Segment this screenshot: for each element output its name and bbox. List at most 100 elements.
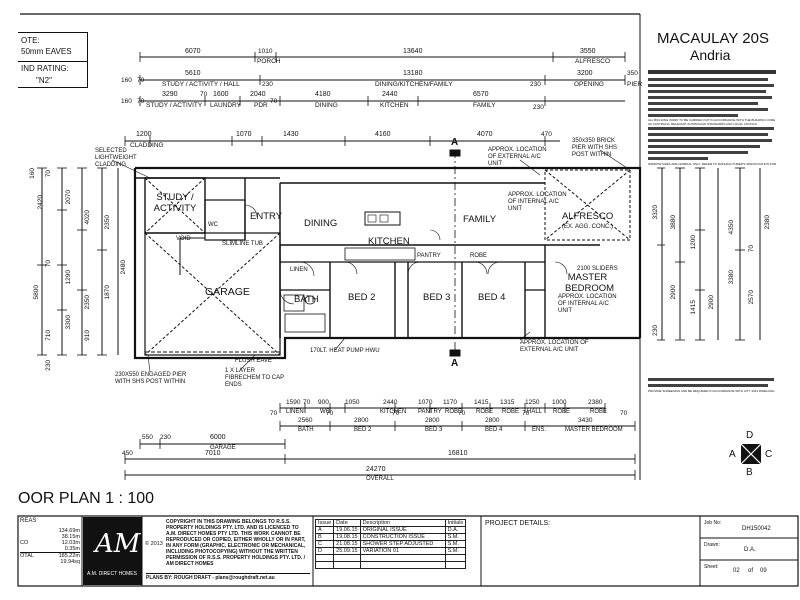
copyright-year: © 2013	[145, 541, 163, 547]
dim-top-2-a: 160	[121, 77, 132, 84]
dim-top-3-k: 230	[533, 104, 544, 111]
dim-right-2: 3880	[670, 215, 677, 230]
dim-bot-2-k: 70	[620, 410, 628, 417]
dim-bot-3-a: 550	[142, 434, 153, 441]
dim-bot-2-bed4: BED 4	[485, 427, 503, 433]
note-internal-ac-2: APPROX. LOCATION OF INTERNAL A/C UNIT	[558, 294, 617, 314]
dim-top-2-pier: PIER	[627, 81, 643, 88]
area-row: 0.35m	[64, 546, 80, 552]
dim-bot-1-b: 70	[303, 399, 311, 406]
dim-left-2: 2420	[37, 195, 44, 210]
dim-top-4-a: 1200	[136, 131, 152, 138]
room-bath: BATH	[294, 294, 319, 305]
revision-row	[314, 554, 467, 562]
wind-rating-value: "N2"	[36, 76, 52, 85]
dim-bot-2-a: 70	[270, 410, 278, 417]
note-sliders: 2100 SLIDERS	[577, 266, 618, 272]
dim-top-4-d: 4160	[375, 131, 391, 138]
room-linen: LINEN	[290, 267, 308, 273]
dim-bot-2-d: 2800	[354, 417, 369, 424]
general-note-3: PROVIDE SCREENING AND BE REQUIRED IN ACC…	[648, 389, 775, 393]
dim-right-9: 2570	[748, 290, 755, 305]
dim-top-2-opening: OPENING	[574, 81, 604, 88]
dim-top-2-b: 70	[137, 77, 145, 84]
dim-bot-2-i: 70	[522, 410, 530, 417]
dim-bot-1-wc: WC	[320, 409, 330, 415]
dim-bot-2-bath: BATH	[298, 427, 314, 433]
room-wc: WC	[208, 222, 218, 228]
compass-bottom: B	[746, 467, 753, 478]
room-entry: ENTRY	[250, 211, 283, 222]
sheet-of: of	[748, 568, 754, 574]
revision-header-row: Issue Date Description Initials	[314, 519, 467, 527]
dim-bot-2-j: 3430	[578, 417, 593, 424]
room-family: FAMILY	[463, 214, 497, 225]
dim-bot-2-ens: ENS.	[532, 427, 547, 433]
dim-top-3-laundry: LAUNDRY	[210, 102, 241, 109]
client-name: Andria	[690, 47, 731, 63]
dim-left-4: 2070	[65, 190, 72, 205]
rev-col-date: Date	[333, 519, 361, 527]
dim-top-3-j: 6570	[473, 91, 489, 98]
dim-left-3: 70	[45, 170, 52, 178]
dim-bot-1-h: 1415	[474, 399, 489, 406]
dim-top-2-dkf: DINING/KITCHEN/FAMILY	[375, 81, 453, 88]
dim-top-4-c: 1430	[283, 131, 299, 138]
dim-top-3-kitchen: KITCHEN	[380, 102, 409, 109]
rev-col-initials: Initials	[444, 519, 467, 527]
dim-left-8: 70	[45, 260, 52, 268]
revision-row	[314, 561, 467, 569]
dim-bot-2-bed2: BED 2	[354, 427, 372, 433]
dim-bot-2-bed3: BED 3	[425, 427, 443, 433]
dim-bot-3-c: 6000	[210, 434, 226, 441]
room-kitchen: KITCHEN	[368, 236, 410, 247]
area-row: 19.94sq	[60, 559, 80, 565]
dim-left-6: 5800	[33, 285, 40, 300]
rev-col-description: Description	[359, 519, 446, 527]
dim-bot-2-c: 70	[326, 410, 334, 417]
dim-left-9: 2350	[84, 295, 91, 310]
dim-bot-3-garage: GARAGE	[210, 445, 236, 451]
sheet-no: 02	[733, 568, 740, 574]
plans-by: PLANS BY: ROUGH DRAFT - plans@roughdraft…	[146, 573, 310, 581]
dim-bot-3-b: 230	[160, 434, 171, 441]
dim-left-5: 4020	[84, 210, 91, 225]
area-row: 134.69m	[58, 528, 80, 534]
dim-bot-1-linen: LINEN	[286, 409, 304, 415]
dim-bot-1-d: 1050	[345, 399, 360, 406]
note-external-ac-1: APPROX. LOCATION OF EXTERNAL A/C UNIT	[488, 147, 547, 167]
dim-bot-1-l: 2380	[588, 399, 603, 406]
dim-top-3-c: 3290	[162, 91, 178, 98]
dim-top-1-c: 13640	[403, 48, 423, 55]
dim-top-3-study: STUDY / ACTIVITY	[146, 102, 203, 109]
rev-col-issue: Issue	[314, 519, 335, 527]
note-heat-pump: 170LT. HEAT PUMP HWU	[310, 348, 380, 354]
drawn-label: Drawn:	[704, 542, 720, 548]
dim-top-4-b: 1070	[236, 131, 252, 138]
dim-left-16: 230	[45, 360, 52, 371]
dim-bot-1-i: 1315	[500, 399, 515, 406]
notes-box: OTE: 50mm EAVES IND RATING: "N2"	[18, 32, 88, 88]
dim-right-5: 1415	[690, 300, 697, 315]
compass-left: A	[729, 449, 736, 460]
room-bed-4: BED 4	[478, 292, 506, 303]
dim-top-1-alfresco: ALFRESCO	[575, 58, 611, 65]
logo-mark: AM	[95, 529, 141, 559]
dim-top-3-a: 160	[121, 98, 132, 105]
dim-top-2-c: 5610	[185, 70, 201, 77]
dim-right-10: 2380	[764, 215, 771, 230]
note-selected-cladding: SELECTED LIGHTWEIGHT CLADDING	[95, 148, 137, 168]
company-name: A.M. DIRECT HOMES	[87, 571, 137, 577]
dim-top-3-i: 2440	[382, 91, 398, 98]
dim-top-3-g: 70	[270, 98, 278, 105]
dim-bot-1-e: 2440	[383, 399, 398, 406]
area-row: 38.15m	[61, 534, 80, 540]
notes-label: OTE:	[21, 36, 40, 45]
dim-top-1-a: 6070	[185, 48, 201, 55]
dim-left-15: 710	[45, 330, 52, 341]
dim-left-12: 3300	[65, 315, 72, 330]
